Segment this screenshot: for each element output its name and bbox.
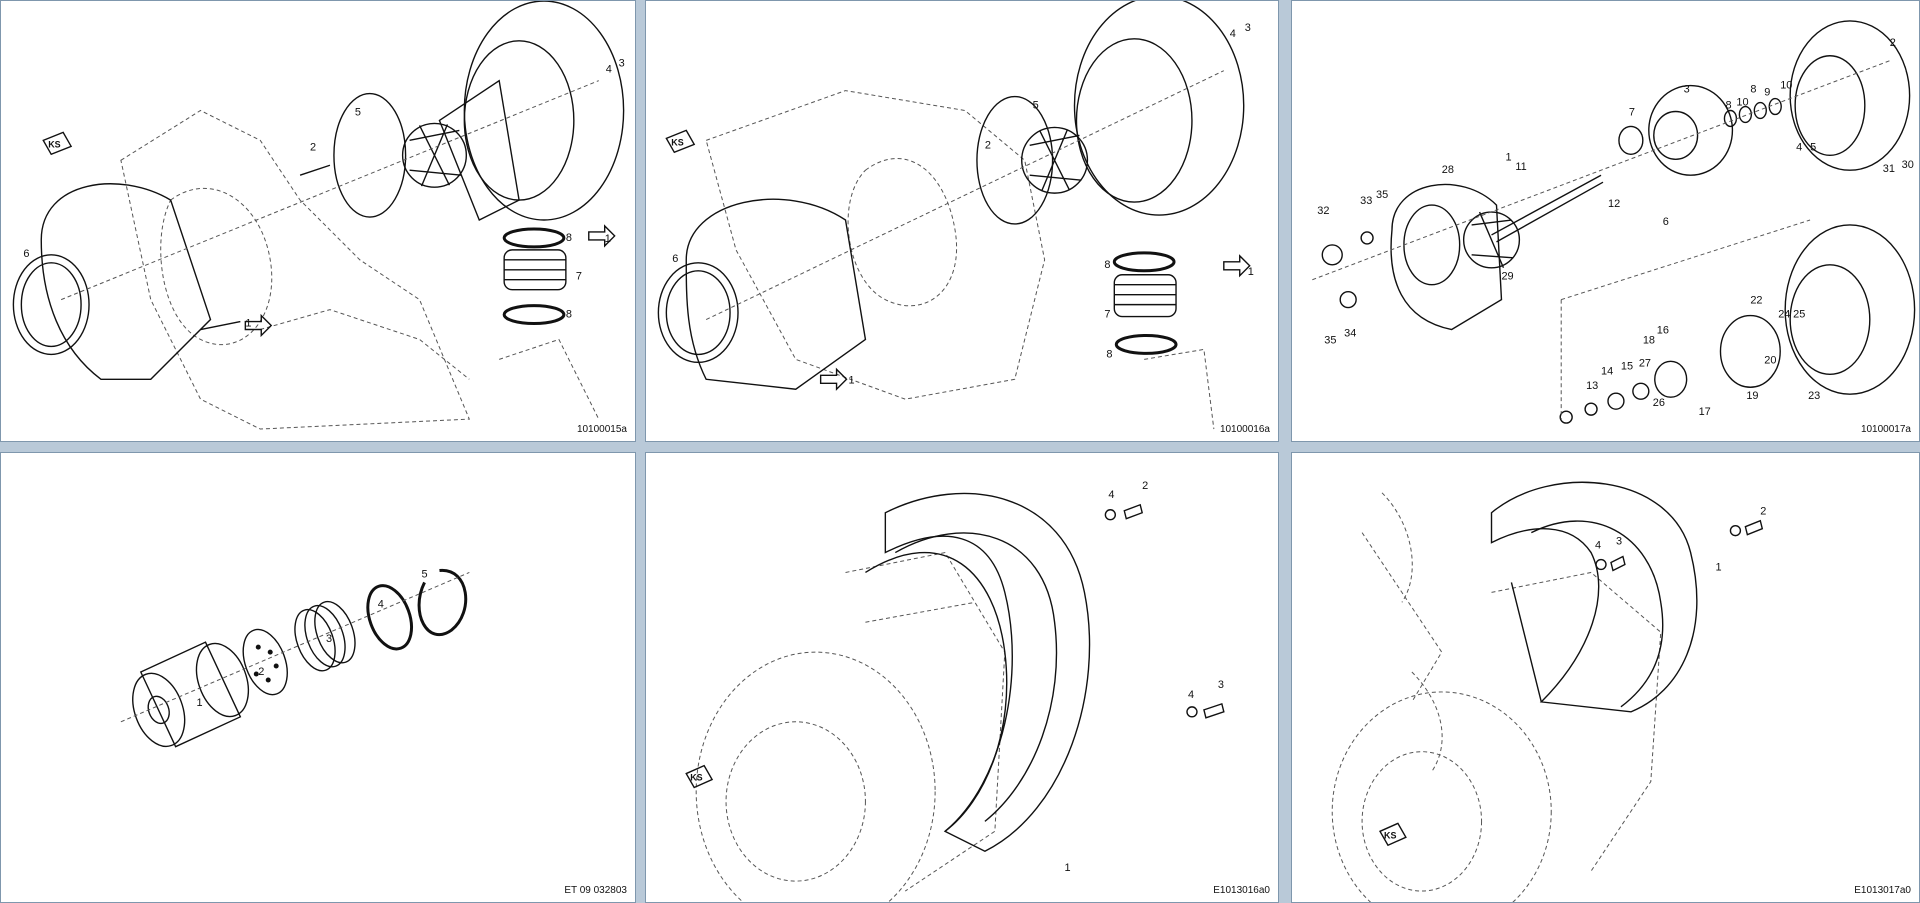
callout: 3 xyxy=(619,58,625,70)
callout: 1 xyxy=(197,697,203,709)
callout: 2 xyxy=(985,139,991,151)
callout: 13 xyxy=(1586,380,1598,392)
callout: 18 xyxy=(1643,334,1655,346)
drawing-number: 10100017a xyxy=(1860,424,1911,435)
callout: 1 xyxy=(1248,266,1254,278)
callout: 28 xyxy=(1442,164,1454,176)
callout: 1 xyxy=(1505,151,1511,163)
callout: 10 xyxy=(1780,80,1792,92)
ks-marker: KS xyxy=(690,773,702,783)
callout: 2 xyxy=(1760,506,1766,518)
panel-1[interactable]: KS 1 2 3 4 5 6 7 8 8 1 10100015a xyxy=(0,0,636,442)
callout: 8 xyxy=(1750,84,1756,96)
callout: 4 xyxy=(1595,540,1601,552)
callout: 34 xyxy=(1344,327,1356,339)
callout: 5 xyxy=(422,568,428,580)
callout: 33 xyxy=(1360,195,1372,207)
callout: 2 xyxy=(310,141,316,153)
callout: 8 xyxy=(566,232,572,244)
turbocharger-exploded-drawing-1: KS 1 2 3 4 5 6 7 8 8 1 xyxy=(12,1,625,430)
panel-2[interactable]: KS 1 2 3 4 5 6 7 8 8 1 10100016a xyxy=(645,0,1279,442)
turbocharger-exploded-drawing-3: 1 2 3 4 5 6 7 8 9 10 10 8 11 12 13 14 15… xyxy=(1312,20,1916,424)
callout: 3 xyxy=(1218,679,1224,691)
callout: 7 xyxy=(1104,309,1110,321)
ks-marker: KS xyxy=(671,137,683,147)
callout: 35 xyxy=(1324,334,1336,346)
drawing-number: E1013016a0 xyxy=(1213,885,1270,896)
callout: 3 xyxy=(1684,84,1690,96)
cover-drawing-2: KS 1 2 3 4 xyxy=(1331,481,1766,902)
callout: 19 xyxy=(1746,390,1758,402)
callout: 1 xyxy=(849,374,855,386)
callout: 30 xyxy=(1902,159,1914,171)
callout: 7 xyxy=(1629,106,1635,118)
callout: 11 xyxy=(1515,161,1526,173)
callout: 4 xyxy=(606,64,612,76)
turbocharger-exploded-drawing-2: KS 1 2 3 4 5 6 7 8 8 1 xyxy=(657,1,1254,430)
ks-marker: KS xyxy=(48,139,60,149)
callout: 24 xyxy=(1778,309,1790,321)
callout: 29 xyxy=(1501,271,1513,283)
callout: 31 xyxy=(1883,163,1895,175)
callout: 6 xyxy=(23,248,29,260)
callout: 4 xyxy=(1230,28,1236,40)
callout: 7 xyxy=(576,271,582,283)
cover-drawing-1: KS 1 2 3 4 4 xyxy=(685,480,1225,902)
callout: 14 xyxy=(1601,365,1613,377)
callout: 22 xyxy=(1750,295,1762,307)
callout: 3 xyxy=(1616,536,1622,548)
callout: 4 xyxy=(1108,489,1114,501)
callout: 2 xyxy=(1142,480,1148,492)
panel-6[interactable]: KS 1 2 3 4 E1013017a0 xyxy=(1291,452,1920,903)
callout: 35 xyxy=(1376,189,1388,201)
drawing-number: 10100016a xyxy=(1219,424,1270,435)
callout: 6 xyxy=(1663,216,1669,228)
callout: 8 xyxy=(566,309,572,321)
drawing-number: E1013017a0 xyxy=(1854,885,1911,896)
callout: 1 xyxy=(245,318,251,330)
callout: 2 xyxy=(258,666,264,678)
callout: 25 xyxy=(1793,309,1805,321)
callout: 10 xyxy=(1736,97,1748,109)
callout: 3 xyxy=(326,633,332,645)
callout: 12 xyxy=(1608,198,1620,210)
callout: 4 xyxy=(378,598,384,610)
callout: 4 xyxy=(1188,689,1194,701)
callout: 2 xyxy=(1890,37,1896,49)
callout: 27 xyxy=(1639,357,1651,369)
drawing-number: 10100015a xyxy=(576,424,627,435)
callout: 16 xyxy=(1657,324,1669,336)
drawing-number: ET 09 032803 xyxy=(564,885,627,896)
callout: 8 xyxy=(1725,100,1731,112)
callout: 8 xyxy=(1106,348,1112,360)
bearing-assembly-drawing: 1 2 3 4 5 xyxy=(120,568,470,748)
ks-marker: KS xyxy=(1384,830,1396,840)
callout: 5 xyxy=(355,106,361,118)
panel-5[interactable]: KS 1 2 3 4 4 E1013016a0 xyxy=(645,452,1279,903)
callout: 32 xyxy=(1317,205,1329,217)
callout: 15 xyxy=(1621,360,1633,372)
callout: 23 xyxy=(1808,390,1820,402)
callout: 20 xyxy=(1764,354,1776,366)
callout: 1 xyxy=(1065,862,1071,874)
callout: 17 xyxy=(1699,406,1711,418)
callout: 1 xyxy=(605,233,611,245)
callout: 5 xyxy=(1033,100,1039,112)
callout: 9 xyxy=(1764,87,1770,99)
callout: 26 xyxy=(1653,397,1665,409)
callout: 1 xyxy=(1716,561,1722,573)
callout: 8 xyxy=(1104,259,1110,271)
callout: 6 xyxy=(672,253,678,265)
callout: 3 xyxy=(1245,22,1251,34)
callout: 5 xyxy=(1810,141,1816,153)
panel-4[interactable]: 1 2 3 4 5 ET 09 032803 xyxy=(0,452,636,903)
panel-3[interactable]: 1 2 3 4 5 6 7 8 9 10 10 8 11 12 13 14 15… xyxy=(1291,0,1920,442)
callout: 4 xyxy=(1796,141,1802,153)
